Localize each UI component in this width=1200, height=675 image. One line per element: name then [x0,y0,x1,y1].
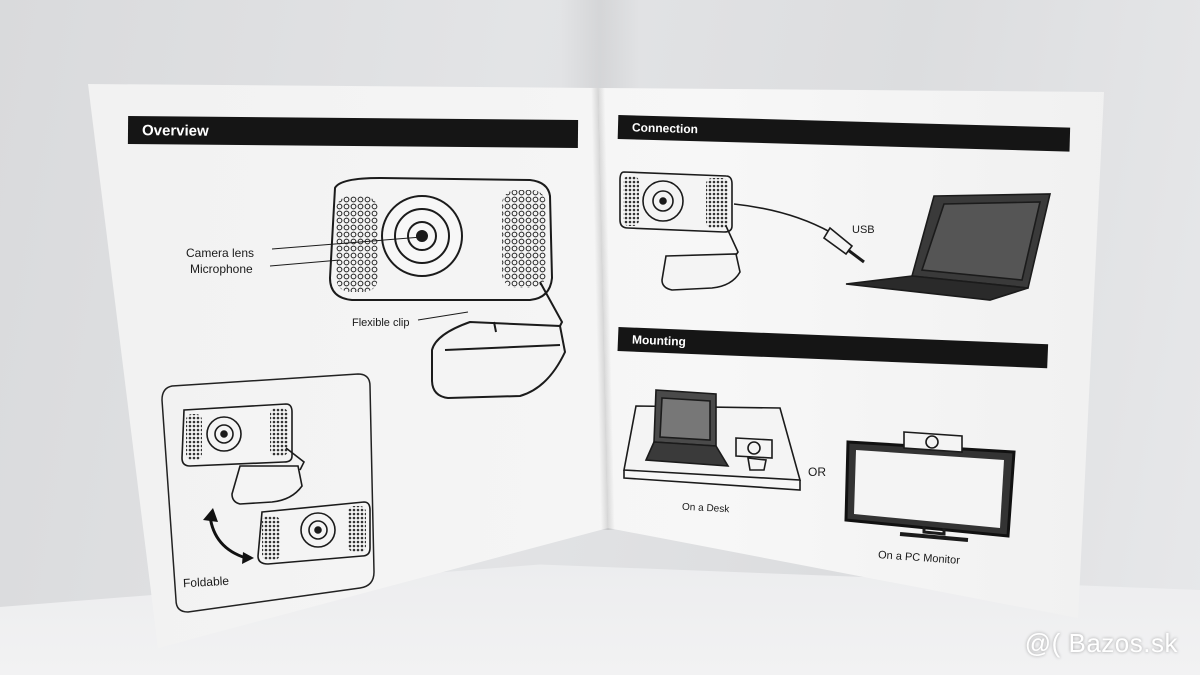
usb-label: USB [852,224,875,236]
or-label: OR [808,465,826,479]
connection-illustration [619,171,1052,301]
camera-lens-label: Camera lens [186,246,255,260]
bazos-watermark: @( Bazos.sk [1024,628,1178,658]
microphone-label: Microphone [190,262,253,276]
webcam-main-illustration [328,176,567,400]
mounting-illustration [623,389,1016,542]
flexible-clip-label: Flexible clip [352,317,410,329]
callout-lines [269,236,469,321]
foldable-inset [161,373,375,613]
overview-header: Overview [127,116,579,148]
foldable-label: Foldable [182,573,230,591]
